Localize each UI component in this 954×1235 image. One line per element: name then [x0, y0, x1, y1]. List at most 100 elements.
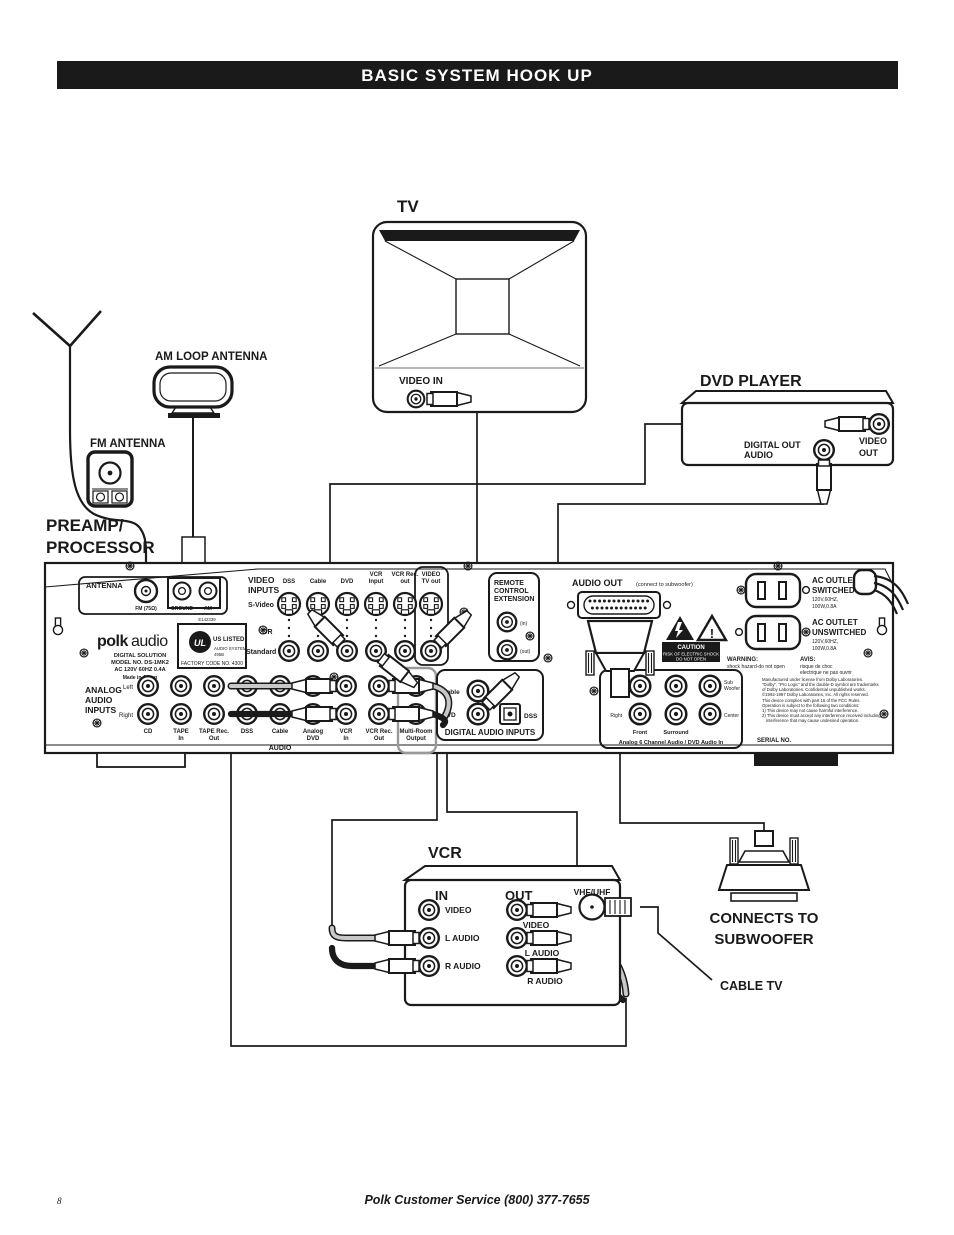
am-antenna-label: AM LOOP ANTENNA: [155, 351, 267, 363]
vcr-in-raudio-label: R AUDIO: [445, 961, 481, 971]
video-col-label: Cable: [310, 579, 327, 585]
page-title: BASIC SYSTEM HOOK UP: [361, 66, 593, 85]
rca-plug: [526, 930, 572, 946]
video-col-label: DVD: [341, 579, 354, 585]
db25-pins: [588, 599, 650, 610]
panel-foot-left: [96, 752, 186, 768]
analog-col-label: DVD: [307, 736, 320, 742]
digital-inputs-title: DIGITAL AUDIO INPUTS: [445, 728, 536, 737]
svideo-row-label: S-Video: [248, 602, 274, 609]
dvd-video-out-jack: [868, 413, 890, 435]
fm-dipole-icon: [32, 310, 102, 347]
tv-label: TV: [397, 197, 419, 216]
rca-plug: [374, 930, 420, 946]
video-col-label: VIDEO: [422, 572, 441, 578]
svg-text:1) This device may not cause h: 1) This device may not cause harmful int…: [762, 708, 858, 713]
dvd-digital-out-jack: [813, 439, 835, 461]
am-loop-antenna: AM LOOP ANTENNA: [152, 351, 267, 584]
cable-subwoofer: [619, 697, 765, 831]
vcr-vhf-label: VHF/UHF: [574, 887, 611, 897]
vhf-coax-jack: [590, 905, 594, 909]
remote-title-1: REMOTE: [494, 580, 524, 587]
analog-col-label: VCR: [340, 729, 353, 735]
brand-block: polk audio DIGITAL SOLUTION MODEL NO. DS…: [97, 633, 169, 681]
ul-listed-label: US LISTED: [213, 637, 245, 643]
remote-out-label: (out): [520, 649, 531, 655]
ac-unswitched-label-2: UNSWITCHED: [812, 628, 866, 637]
ac-switched-label-2: SWITCHED: [812, 586, 855, 595]
analog-col-label: TAPE Rec.: [199, 729, 229, 735]
or-label: OR: [262, 629, 273, 636]
sub-label-2: Woofer: [724, 686, 740, 692]
subwoofer-plug: [585, 619, 655, 698]
ac-unswitched-spec-1: 120V,60HZ,: [812, 639, 838, 645]
analog-col-label: Output: [406, 736, 426, 742]
brand-line-2: MODEL NO. DS-1MK2: [111, 660, 169, 666]
brand-line-1: DIGITAL SOLUTION: [114, 653, 166, 659]
avis-title: AVIS:: [800, 657, 816, 663]
remote-control-extension: REMOTE CONTROL EXTENSION (in) (out): [488, 572, 540, 662]
surround-label: Surround: [663, 730, 689, 736]
rca-plug: [388, 706, 434, 722]
svg-text:interference that may cause un: interference that may cause undesired op…: [766, 718, 859, 723]
digital-dss-label: DSS: [524, 713, 538, 720]
optical-jack: [507, 711, 513, 717]
analog-col-label: VCR Rec.: [365, 729, 392, 735]
preamp-back-panel: ANTENNA FM (75Ω) GROUND AM E142339 polk …: [43, 561, 910, 768]
power-cord: [852, 568, 910, 615]
six-channel-caption: Analog 6 Channel Audio / DVD Audio In: [619, 740, 724, 746]
svg-text:Manufactured under license fro: Manufactured under license from Dolby La…: [762, 677, 863, 682]
cable-tv-label: CABLE TV: [720, 979, 783, 993]
preamp-label-line2: PROCESSOR: [46, 538, 155, 557]
caution-line-1: RISK OF ELECTRIC SHOCK: [663, 652, 719, 657]
vcr-in-raudio-jack: [418, 955, 440, 977]
left-row-label: Left: [123, 685, 133, 691]
ac-unswitched-label-1: AC OUTLET: [812, 618, 858, 627]
ac-switched-spec-2: 100W,0.8A: [812, 604, 837, 610]
analog-col-label: TAPE: [173, 729, 189, 735]
screw-icon: [801, 627, 811, 637]
remote-title-2: CONTROL: [494, 588, 529, 595]
fm-antenna-label: FM ANTENNA: [90, 438, 166, 450]
ac-switched-spec-1: 120V,60HZ,: [812, 597, 838, 603]
video-inputs-section: VIDEO INPUTS S-Video OR Standard DSS Cab…: [246, 566, 449, 666]
footer: 8 Polk Customer Service (800) 377-7655: [57, 1193, 591, 1207]
rca-plug: [291, 678, 337, 694]
warning-body: shock hazard-do not open: [727, 664, 785, 670]
brand-name-bold: polk: [97, 633, 128, 650]
footer-text: Polk Customer Service (800) 377-7655: [364, 1193, 590, 1207]
am-jack-label: AM: [204, 606, 212, 612]
warning-title: WARNING:: [727, 657, 758, 663]
f-connector: [604, 897, 632, 917]
tv-video-in-label: VIDEO IN: [399, 376, 443, 387]
audio-out-note: (connect to subwoofer): [636, 582, 693, 588]
subwoofer-label-2: SUBWOOFER: [714, 931, 813, 948]
video-tv-out-outline: [414, 566, 449, 666]
video-col-label: TV out: [422, 579, 441, 585]
tv: TV VIDEO IN: [371, 197, 588, 414]
remote-out-jack: [496, 639, 518, 661]
analog-col-label: Cable: [272, 729, 289, 735]
analog-title-2: AUDIO: [85, 695, 113, 705]
avis-line-2: electrique ne pas ouvrir: [800, 670, 852, 676]
svg-text:Operation is subject to the fo: Operation is subject to the following tw…: [762, 703, 859, 708]
standard-row-label: Standard: [246, 649, 276, 656]
vcr-label: VCR: [428, 845, 462, 862]
rca-plug: [374, 958, 420, 974]
subwoofer-connector: CONNECTS TO SUBWOOFER: [710, 830, 819, 948]
video-col-label: out: [400, 579, 409, 585]
caution-label: ! CAUTION RISK OF ELECTRIC SHOCK DO NOT …: [662, 613, 729, 662]
audio-caption: AUDIO: [269, 745, 292, 752]
vcr-in-laudio-jack: [418, 927, 440, 949]
vcr-in-video-label: VIDEO: [445, 905, 472, 915]
page-number: 8: [57, 1196, 62, 1206]
ac-switched-label-1: AC OUTLET: [812, 576, 858, 585]
analog-col-label: Multi-Room: [400, 729, 433, 735]
ac-outlet-switched: AC OUTLET SWITCHED 120V,60HZ, 100W,0.8A: [744, 572, 858, 610]
lightning-icon: [675, 622, 683, 638]
vcr: VCR IN OUT VHF/UHF VIDEO L AUDIO R AUDIO…: [374, 845, 632, 1007]
center-label: Center: [724, 713, 739, 719]
video-col-label: DSS: [283, 579, 295, 585]
preamp-label: PREAMP/ PROCESSOR: [46, 516, 155, 557]
